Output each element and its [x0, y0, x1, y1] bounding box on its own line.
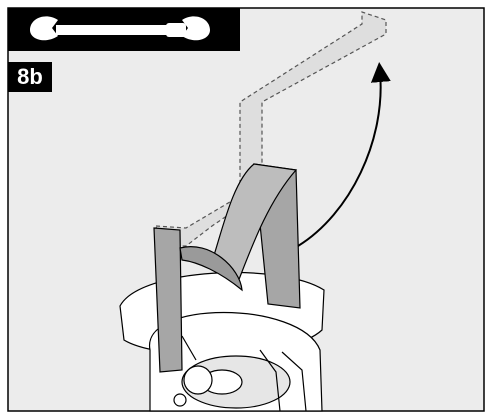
motion-arrow — [297, 62, 391, 247]
flexible-part — [153, 163, 301, 373]
step-badge — [8, 62, 52, 92]
part-path-outline — [155, 11, 387, 247]
step-number: 8b — [17, 64, 43, 89]
wrench-icon — [30, 16, 210, 41]
